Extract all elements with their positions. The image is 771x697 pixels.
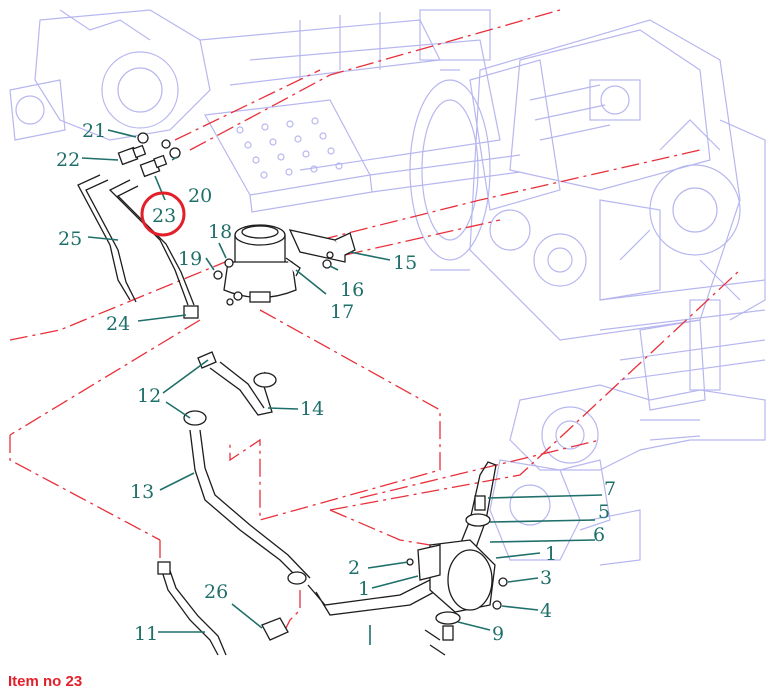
pipe-25 bbox=[77, 174, 137, 303]
pipe-24 bbox=[108, 179, 195, 306]
callout-1a: 1 bbox=[545, 543, 557, 565]
clamp-14-icon bbox=[253, 372, 277, 388]
bolt-16-icon bbox=[322, 259, 332, 269]
callout-19: 19 bbox=[178, 248, 202, 270]
callout-9: 9 bbox=[492, 623, 504, 645]
callout-22: 22 bbox=[56, 149, 80, 171]
callout-5: 5 bbox=[598, 501, 610, 523]
step-plate-holes bbox=[236, 117, 343, 179]
callout-17: 17 bbox=[330, 301, 354, 323]
callout-14: 14 bbox=[300, 398, 324, 420]
hose-13 bbox=[189, 429, 311, 581]
clamp-12-icon bbox=[183, 410, 207, 426]
callouts: 21 22 20 23 25 24 19 18 17 16 15 12 14 1… bbox=[56, 120, 616, 645]
o-ring-21-icon bbox=[137, 132, 149, 144]
callout-13: 13 bbox=[130, 481, 154, 503]
banjo-6-icon bbox=[465, 513, 491, 527]
callout-25: 25 bbox=[58, 228, 82, 250]
parts-group bbox=[77, 132, 508, 656]
clip-26-icon bbox=[261, 617, 289, 641]
item-caption: Item no 23 bbox=[8, 673, 83, 690]
tractor-background-drawing bbox=[9, 9, 766, 566]
nut-4-icon bbox=[492, 600, 502, 610]
callout-16: 16 bbox=[340, 279, 364, 301]
washer-18-icon bbox=[224, 258, 234, 268]
callout-18: 18 bbox=[208, 221, 232, 243]
bracket-15-icon bbox=[288, 229, 356, 263]
callout-7: 7 bbox=[604, 478, 616, 500]
callout-12: 12 bbox=[137, 385, 161, 407]
pipe-11 bbox=[159, 564, 227, 656]
o-ring-20-icon bbox=[169, 147, 181, 159]
callout-21: 21 bbox=[82, 120, 106, 142]
screw-19-icon bbox=[213, 270, 223, 280]
callout-4: 4 bbox=[540, 600, 552, 622]
callout-1b: 1 bbox=[358, 578, 370, 600]
pipe-end-24-icon bbox=[183, 305, 199, 319]
callout-24: 24 bbox=[106, 313, 130, 335]
callout-23: 23 bbox=[152, 205, 176, 227]
assembly-lines bbox=[9, 9, 741, 631]
callout-26: 26 bbox=[204, 581, 228, 603]
callout-11: 11 bbox=[134, 623, 158, 645]
banjo-9-icon bbox=[435, 611, 461, 625]
highlight-circle-23 bbox=[140, 191, 186, 237]
bolt-3-icon bbox=[498, 577, 508, 587]
leader-lines bbox=[81, 129, 603, 645]
fuel-filter-17-icon bbox=[223, 224, 301, 303]
callout-20: 20 bbox=[188, 185, 212, 207]
fitting-22-icon bbox=[117, 144, 147, 166]
hose-14 bbox=[209, 361, 273, 416]
callout-2: 2 bbox=[348, 557, 360, 579]
callout-15: 15 bbox=[393, 252, 417, 274]
fuel-line-1 bbox=[307, 461, 497, 616]
callout-3: 3 bbox=[540, 567, 552, 589]
callout-6: 6 bbox=[593, 524, 605, 546]
fitting-23-icon bbox=[139, 154, 168, 178]
water-separator-1-icon bbox=[417, 539, 496, 613]
